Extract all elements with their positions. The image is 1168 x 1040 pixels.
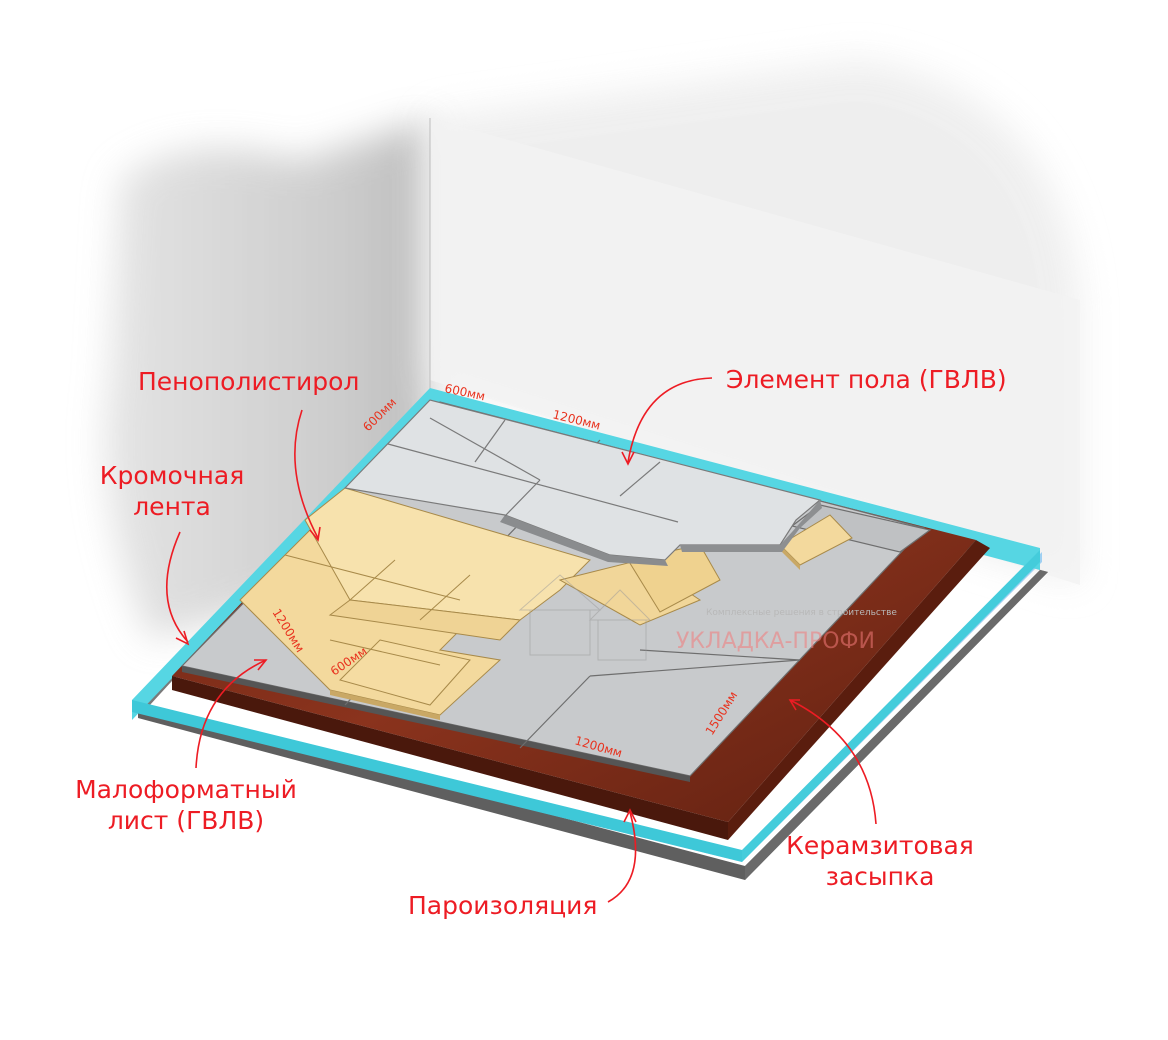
label-paroizolyaciya: Пароизоляция xyxy=(408,891,598,920)
watermark-house-logo xyxy=(518,574,652,661)
watermark-brand: УКЛАДКА-ПРОФИ xyxy=(676,629,875,654)
label-penopolistirol: Пенополистирол xyxy=(138,367,360,396)
label-kromochnaya-lenta: Кромочная лента xyxy=(99,461,245,521)
background-walls xyxy=(105,60,1080,640)
arrow-kromochnaya-lenta xyxy=(166,531,190,646)
arrow-keramzit xyxy=(788,699,877,825)
arrow-penopolistirol xyxy=(294,409,321,542)
edge-tape-layer xyxy=(132,388,1040,862)
label-element-pola: Элемент пола (ГВЛВ) xyxy=(726,365,1007,394)
label-keramzitovaya-zasypka: Керамзитовая засыпка xyxy=(786,831,974,891)
arrow-maloformatny xyxy=(195,659,268,769)
arrow-element-pola xyxy=(621,377,713,466)
floor-element-layer xyxy=(343,399,822,566)
arrow-paroizolyaciya xyxy=(607,808,637,903)
watermark-tagline: Комплексные решения в строительстве xyxy=(706,608,897,618)
label-maloformatny-list: Малоформатный лист (ГВЛВ) xyxy=(75,775,297,835)
